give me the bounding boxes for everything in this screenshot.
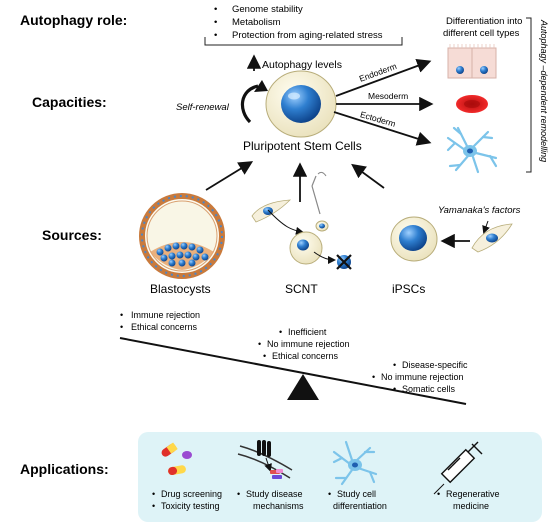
note-no-immune-rejection-ipsc: No immune rejection [381,372,464,382]
blastocyst-to-psc-arrow [205,161,254,191]
syringe-icon [433,441,483,495]
note-immune-rejection: Immune rejection [131,310,200,320]
note-ethical-concerns-scnt: Ethical concerns [272,351,339,361]
app-drug-screening: Drug screening [161,489,222,499]
blastocyst-notes: • Immune rejection • Ethical concerns [120,310,200,332]
autophagy-levels-label: Autophagy levels [262,59,342,71]
scnt-notes: • Inefficient • No immune rejection • Et… [258,327,350,361]
svg-text:•: • [152,489,155,499]
balance-beam [119,337,467,405]
svg-text:•: • [152,501,155,511]
ipsc-to-psc-arrow [351,163,385,189]
remodelling-bracket [526,17,532,173]
app-study-cell: Study cell [337,489,376,499]
app-regenerative: Regenerative [446,489,500,499]
section-label-role: Autophagy role: [20,12,127,28]
differentiation-heading-line1: Differentiation into [446,16,522,27]
source-label-ipscs: iPSCs [392,282,425,296]
role-item-genome: Genome stability [232,4,303,15]
self-renewal-label: Self-renewal [176,102,230,113]
svg-text:•: • [437,489,440,499]
differentiation-heading-line2: different cell types [443,28,520,39]
endoderm-arrow [335,58,432,97]
neuron-cell [446,126,498,174]
section-label-capacities: Capacities: [32,94,107,110]
role-item-aging: Protection from aging-related stress [232,30,383,41]
note-no-immune-rejection: No immune rejection [267,339,350,349]
blastocyst [139,193,225,279]
central-cell-label: Pluripotent Stem Cells [243,139,362,153]
note-ethical-concerns: Ethical concerns [131,322,198,332]
pills-icon [161,442,192,476]
source-label-scnt: SCNT [285,282,318,296]
section-label-applications: Applications: [20,461,109,477]
ipsc-illustration [390,216,513,262]
self-renewal-arrow-head [254,80,268,92]
role-item-metabolism: Metabolism [232,17,281,28]
ipsc-notes: • Disease-specific • No immune rejection… [372,360,468,394]
ectoderm-arrow [333,111,432,146]
autophagy-role-list: • Genome stability • Metabolism • Protec… [214,4,383,41]
note-inefficient: Inefficient [288,327,327,337]
balance-fulcrum [287,374,319,400]
endoderm-cells [447,44,497,79]
app-toxicity-testing: Toxicity testing [161,501,220,511]
svg-text:•: • [393,384,396,394]
svg-text:•: • [279,327,282,337]
svg-text:•: • [263,351,266,361]
role-bullet-1: • [214,4,217,15]
app-differentiation: differentiation [333,501,387,511]
source-label-blastocysts: Blastocysts [150,282,211,296]
red-blood-cell [456,95,488,113]
note-somatic-cells: Somatic cells [402,384,456,394]
svg-text:•: • [120,322,123,332]
self-renewal-arrow [240,84,259,124]
role-bullet-2: • [214,17,217,28]
neuron-icon [332,440,378,486]
pluripotent-stem-cell [265,70,337,138]
svg-text:•: • [393,360,396,370]
svg-text:•: • [237,489,240,499]
section-label-sources: Sources: [42,227,102,243]
mesoderm-label: Mesoderm [368,91,408,101]
note-disease-specific: Disease-specific [402,360,468,370]
remodelling-label: Autophagy –dependent remodelling [539,19,549,162]
role-bullet-3: • [214,30,217,41]
svg-text:•: • [372,372,375,382]
scnt-illustration [251,171,352,270]
svg-text:•: • [258,339,261,349]
app-study-disease: Study disease [246,489,303,499]
app-medicine: medicine [453,501,489,511]
role-bracket [204,37,403,46]
svg-text:•: • [328,489,331,499]
yamanaka-label: Yamanaka's factors [438,205,521,216]
application-captions: • Drug screening • Toxicity testing • St… [152,489,500,511]
svg-text:•: • [120,310,123,320]
app-mechanisms: mechanisms [253,501,304,511]
membrane-receptor-icon [237,440,293,479]
